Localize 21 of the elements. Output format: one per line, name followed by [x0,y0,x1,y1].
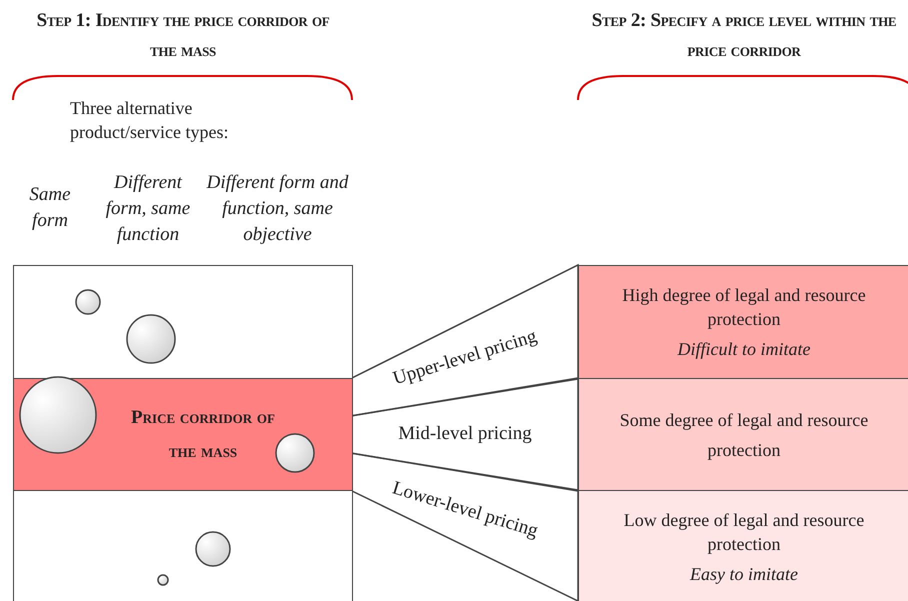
price-band [13,265,353,379]
step-heading: Step 1: Identify the price corridor of the mass [36,9,330,63]
node-note: Difficult to imitate [676,338,812,361]
node-text: High degree of legal and resource protection [621,284,867,331]
connector-wedge [351,264,579,416]
column-heading: Different form, same function [104,171,192,247]
column-heading: Different form and function, same objective [206,171,350,247]
node-text: Some degree of legal and resource protection [618,408,870,462]
column-heading: Same form [28,183,72,233]
protection-box [578,490,908,601]
edge-label: Mid-level pricing [397,422,533,446]
price-band [13,490,353,601]
node-text: Low degree of legal and resource protection [622,509,866,556]
connector-wedge [351,377,579,492]
node-note: Easy to imitate [688,563,799,586]
connector-wedge [351,452,579,601]
protection-box [578,378,908,491]
caption-text: Three alternative product/service types: [70,97,230,144]
step-heading: Step 2: Specify a price level within the price corridor [590,9,898,63]
band-title: Price corridor of the mass [130,406,276,464]
protection-box [578,265,908,379]
